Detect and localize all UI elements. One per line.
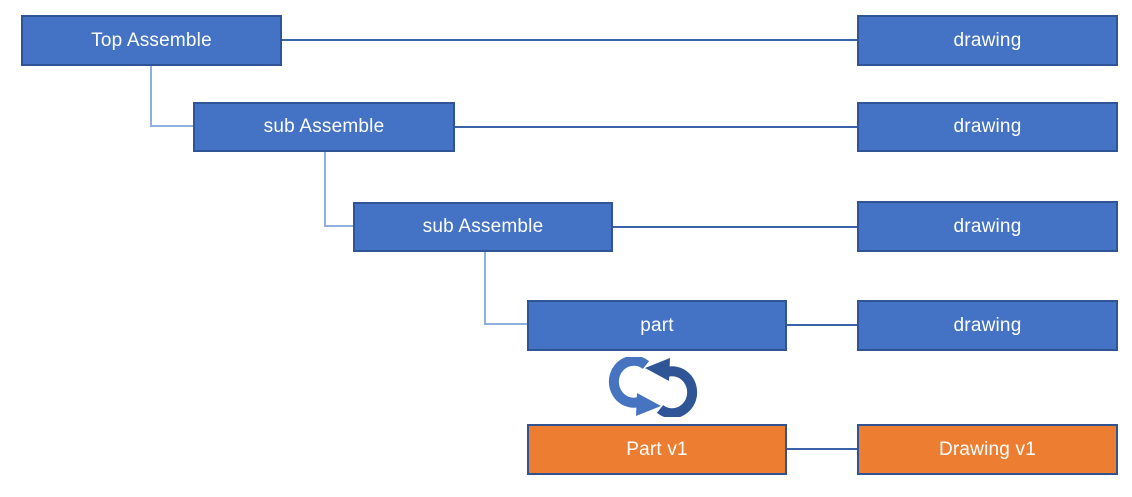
sync-arrows-icon[interactable] <box>603 355 703 419</box>
elbow-sub2-to-part-vertical <box>484 252 486 325</box>
node-part[interactable]: part <box>527 300 787 351</box>
node-drawing-2-label: drawing <box>953 116 1022 137</box>
node-drawing-3[interactable]: drawing <box>857 201 1118 252</box>
node-drawing-v1-label: Drawing v1 <box>938 438 1037 460</box>
node-part-v1[interactable]: Part v1 <box>527 424 787 475</box>
elbow-sub2-to-part-horizontal <box>484 323 527 325</box>
node-drawing-3-label: drawing <box>953 215 1022 237</box>
elbow-top-to-sub1-vertical <box>150 66 152 127</box>
node-part-label: part <box>640 314 674 336</box>
elbow-sub1-to-sub2-horizontal <box>324 225 353 227</box>
node-sub-assemble-2[interactable]: sub Assemble <box>353 202 613 252</box>
node-drawing-1[interactable]: drawing <box>857 15 1118 66</box>
node-top-assemble[interactable]: Top Assemble <box>21 15 282 66</box>
node-drawing-v1[interactable]: Drawing v1 <box>857 424 1118 475</box>
node-sub-assemble-2-label: sub Assemble <box>422 216 544 237</box>
node-drawing-4-label: drawing <box>953 314 1022 336</box>
connector-part-v1-to-drawing-v1 <box>787 448 857 450</box>
node-drawing-4[interactable]: drawing <box>857 300 1118 351</box>
node-part-v1-label: Part v1 <box>626 438 688 460</box>
connector-top-assemble-to-drawing <box>282 39 857 41</box>
connector-part-to-drawing <box>787 324 857 326</box>
elbow-top-to-sub1-horizontal <box>150 125 193 127</box>
node-top-assemble-label: Top Assemble <box>91 29 212 51</box>
node-sub-assemble-1-label: sub Assemble <box>263 116 385 137</box>
node-drawing-1-label: drawing <box>953 29 1022 51</box>
node-sub-assemble-1[interactable]: sub Assemble <box>193 102 455 152</box>
connector-sub-assemble1-to-drawing <box>455 126 857 128</box>
elbow-sub1-to-sub2-vertical <box>324 152 326 227</box>
node-drawing-2[interactable]: drawing <box>857 102 1118 152</box>
connector-sub-assemble2-to-drawing <box>613 226 857 228</box>
